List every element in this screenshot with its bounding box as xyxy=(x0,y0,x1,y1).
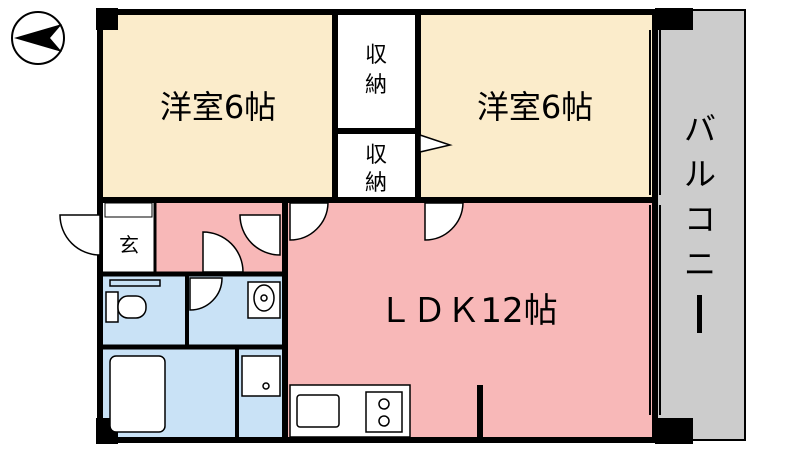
balcony-long-bar xyxy=(697,295,702,333)
storage-closet-1 xyxy=(336,12,416,130)
balcony-area xyxy=(654,9,746,441)
compass-north-arrow-icon xyxy=(11,11,65,65)
storage-2-label-top: 収 xyxy=(365,143,387,168)
balcony-char: ニ xyxy=(684,245,716,283)
storage-2-label-bottom: 納 xyxy=(365,171,387,196)
ldk-label: ＬＤＫ12帖 xyxy=(378,291,557,331)
toilet-fixture xyxy=(105,279,161,323)
entrance-label: 玄 xyxy=(119,233,139,257)
western-room-2-label: 洋室6帖 xyxy=(477,88,593,126)
walls xyxy=(97,9,658,443)
wall-columns xyxy=(96,8,693,444)
balcony-char: コ xyxy=(684,200,716,238)
western-room-1 xyxy=(100,12,335,200)
balcony-char: バ xyxy=(684,110,716,148)
washing-machine-pan xyxy=(241,355,281,397)
balcony-char: ル xyxy=(684,155,716,193)
balcony-label: バ ル コ ニ xyxy=(684,110,716,333)
door-swings xyxy=(59,133,464,311)
bathtub-fixture xyxy=(109,355,166,433)
storage-1-label-bottom: 納 xyxy=(365,73,387,98)
western-room-1-label: 洋室6帖 xyxy=(160,88,276,126)
windows xyxy=(649,30,661,415)
kitchen-counter xyxy=(289,384,411,438)
western-room-2 xyxy=(418,12,655,200)
storage-1-label-top: 収 xyxy=(365,43,387,68)
wash-basin-fixture xyxy=(247,281,281,319)
shoe-box xyxy=(104,202,153,218)
storage-closet-2 xyxy=(336,132,416,200)
